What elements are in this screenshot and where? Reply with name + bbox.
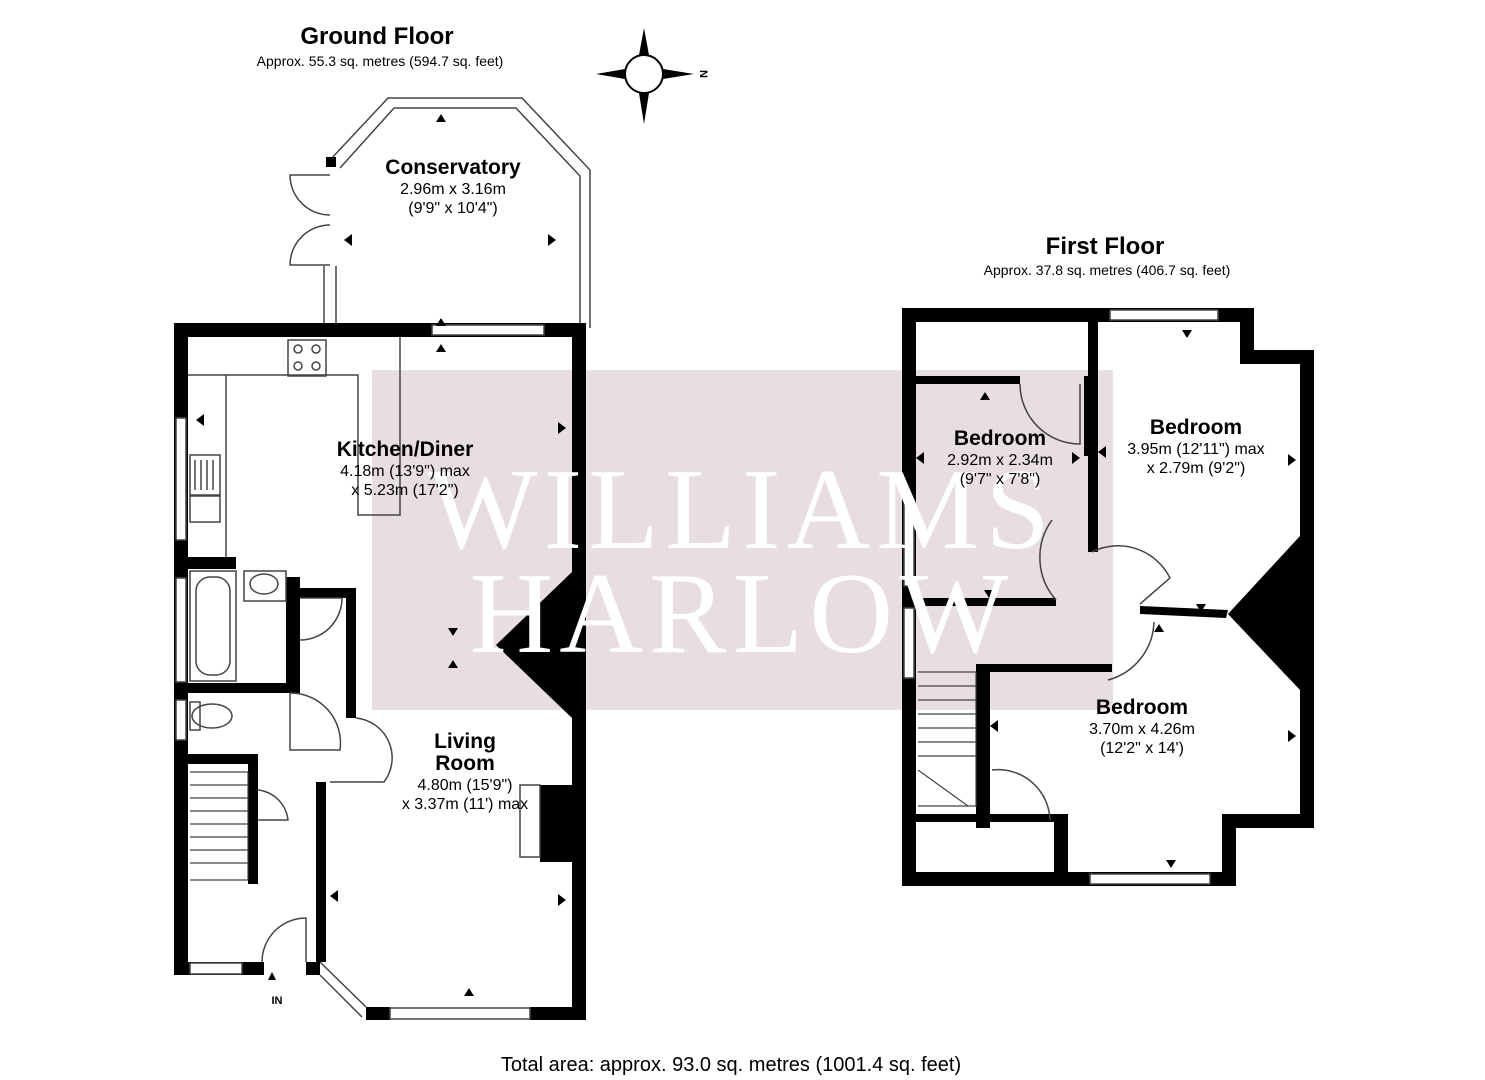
conservatory-dim1: 2.96m x 3.16m: [400, 181, 506, 198]
entrance-label: IN: [272, 995, 283, 1007]
first-stairs: [917, 671, 977, 807]
first-floor-windows: [903, 309, 1219, 885]
compass-label: N: [697, 70, 709, 78]
compass-icon: N: [596, 28, 709, 124]
living-dim1: 4.80m (15'9"): [418, 777, 513, 794]
living-name-line1: Living: [434, 730, 496, 753]
bedroom-main-name: Bedroom: [1096, 696, 1188, 719]
ground-floor-windows: [175, 324, 545, 975]
living-dim2: x 3.37m (11') max: [402, 796, 528, 813]
bedroom-right-dim2: x 2.79m (9'2"): [1147, 460, 1246, 477]
living-bay: [319, 961, 531, 1020]
conservatory-glazing: [323, 97, 591, 328]
bedroom-right-name: Bedroom: [1150, 416, 1242, 439]
bedroom-main-dim1: 3.70m x 4.26m: [1089, 721, 1195, 738]
bedroom-small-dim1: 2.92m x 2.34m: [947, 452, 1053, 469]
first-doors: [991, 383, 1171, 821]
conservatory-door: [289, 174, 331, 266]
direction-markers: [196, 114, 1296, 996]
ground-floor-title: Ground Floor: [300, 23, 453, 50]
bedroom-small-name: Bedroom: [954, 427, 1046, 450]
first-floor-area: Approx. 37.8 sq. metres (406.7 sq. feet): [984, 262, 1231, 278]
watermark-line2: HARLOW: [469, 550, 1014, 678]
first-floor-plan: [902, 308, 1314, 886]
ground-stairs: [190, 771, 249, 881]
bedroom-main-dim2: (12'2" x 14'): [1100, 740, 1184, 757]
kitchen-dim1: 4.18m (13'9") max: [340, 463, 470, 480]
kitchen-units: [188, 337, 401, 557]
ground-floor-area: Approx. 55.3 sq. metres (594.7 sq. feet): [257, 53, 504, 69]
conservatory-corner-post: [326, 157, 336, 167]
total-area: Total area: approx. 93.0 sq. metres (100…: [501, 1054, 961, 1076]
fireplace-hearth: [519, 784, 541, 858]
bathroom-fittings: [189, 570, 287, 731]
kitchen-dim2: x 5.23m (17'2"): [351, 482, 458, 499]
ground-floor-plan: [174, 97, 591, 1020]
conservatory-dim2: (9'9" x 10'4"): [408, 200, 498, 217]
conservatory-name: Conservatory: [385, 156, 521, 179]
first-floor-walls: [902, 308, 1314, 886]
kitchen-name: Kitchen/Diner: [337, 438, 474, 461]
first-floor-title: First Floor: [1046, 233, 1165, 260]
ground-doors: [257, 597, 393, 963]
bedroom-small-dim2: (9'7" x 7'8"): [960, 471, 1041, 488]
bedroom-right-dim1: 3.95m (12'11") max: [1127, 441, 1264, 458]
living-name-line2: Room: [435, 752, 495, 775]
watermark-panel: [372, 370, 1113, 710]
watermark-line1: WILLIAMS: [428, 446, 1056, 574]
